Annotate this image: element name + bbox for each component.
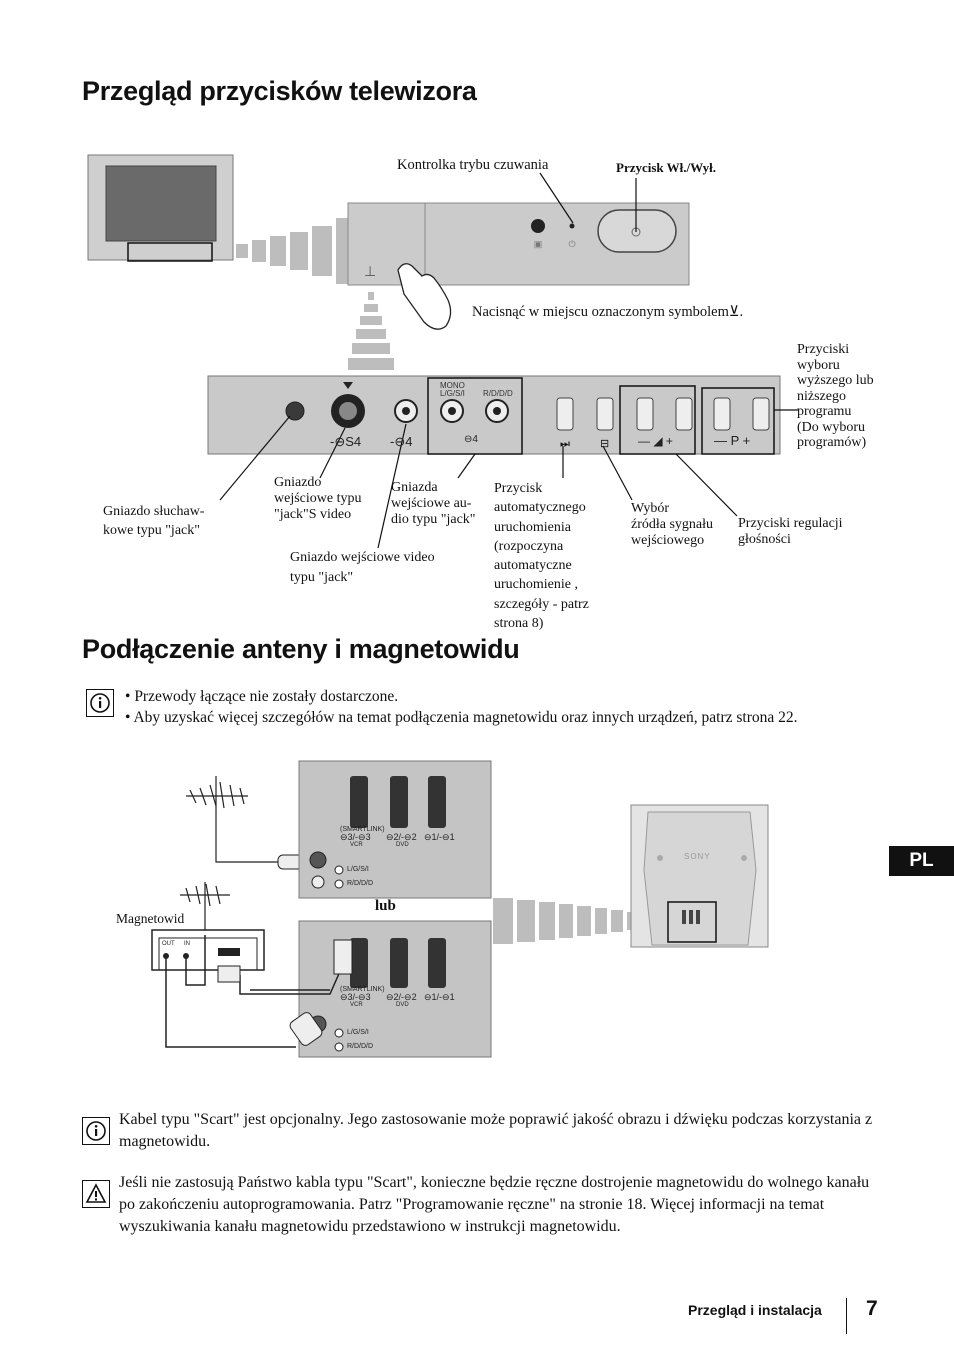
label-or: lub xyxy=(375,898,396,914)
label-line: (rozpoczyna xyxy=(494,538,564,554)
warning-icon xyxy=(82,1180,110,1208)
footer-section: Przegląd i instalacja xyxy=(688,1302,822,1318)
label-line: uruchomienia xyxy=(494,519,571,535)
label-program-line: Przyciski xyxy=(797,342,850,357)
note-scart: Kabel typu "Scart" jest opcjonalny. Jego… xyxy=(119,1111,873,1150)
label-svideo-jack: Gniazdo wejściowe typu "jack"S video xyxy=(274,475,361,523)
label-line: szczegóły - patrz xyxy=(494,596,589,612)
label-line: uruchomienie , xyxy=(494,577,578,593)
panel-rdd-label: R/D/D/D xyxy=(483,389,513,398)
label-auto-start: Przycisk automatycznego uruchomienia (ro… xyxy=(494,479,589,633)
info-bullets: Przewody łączące nie zostały dostarczone… xyxy=(125,686,915,728)
svg-text:⏻: ⏻ xyxy=(568,239,575,249)
label-line: typu "jack" xyxy=(290,570,354,585)
tv-front-illustration: ▣ ⏻ ⊥ ⏭ ⊟ xyxy=(87,154,798,549)
label-line: automatyczne xyxy=(494,558,572,574)
label-line: "jack"S video xyxy=(274,507,352,522)
label-line: wejściowego xyxy=(631,533,705,548)
lgsi-port-label: L/G/S/I xyxy=(347,1029,369,1036)
label-program-buttons: Przyciski wyboru wyższego lub niższego p… xyxy=(797,342,874,451)
svg-text:⊥: ⊥ xyxy=(364,265,376,280)
label-line: Gniazdo wejściowe video xyxy=(290,550,435,565)
panel-video-label: -⊖4 xyxy=(390,434,413,449)
label-line: Wybór xyxy=(631,501,670,516)
label-line: wejściowe au- xyxy=(391,496,472,511)
label-audio-jack: Gniazda wejściowe au- dio typu "jack" xyxy=(391,480,476,528)
panel-volume-label: — ◢ + xyxy=(638,434,673,448)
label-press-here-text: Nacisnąć w miejscu oznaczonym symbolem xyxy=(472,304,729,320)
label-line: źródła sygnału xyxy=(631,517,714,532)
scart1-label: ⊖1/-⊖1 xyxy=(424,992,455,1002)
press-down-arrow-icon: ⊻ xyxy=(728,304,740,320)
panel-program-label: — P + xyxy=(714,433,751,448)
smartlink-label: (SMARTLINK) xyxy=(340,986,385,993)
rdd-port-label: R/D/D/D xyxy=(347,1043,374,1050)
scart1-label: ⊖1/-⊖1 xyxy=(424,832,455,842)
label-program-line: wyboru xyxy=(797,357,840,373)
section-title-antenna: Podłączenie anteny i magnetowidu xyxy=(82,634,520,664)
scart3-label: ⊖3/-⊖3 xyxy=(340,832,371,842)
label-program-line: niższego xyxy=(797,388,846,404)
vcr-out-label: OUT xyxy=(162,941,175,947)
label-line: Gniazdo słuchaw- xyxy=(103,504,205,519)
panel-svideo-label: -⊖S4 xyxy=(330,434,362,449)
svg-text:⊟: ⊟ xyxy=(600,438,609,450)
label-press-here: Nacisnąć w miejscu oznaczonym symbolem⊻. xyxy=(472,303,743,322)
label-video-jack: Gniazdo wejściowe video typu "jack" xyxy=(290,548,435,588)
language-tab: PL xyxy=(889,846,954,876)
warning-text: Jeśli nie zastosują Państwo kabla typu "… xyxy=(119,1174,870,1235)
page-number: 7 xyxy=(866,1297,878,1320)
label-program-line: (Do wyboru xyxy=(797,419,866,435)
label-line: Przyciski regulacji xyxy=(738,516,843,531)
label-standby-indicator: Kontrolka trybu czuwania xyxy=(397,157,549,173)
label-program-line: wyższego lub xyxy=(797,373,874,388)
brand-label: SONY xyxy=(684,852,711,861)
info-icon xyxy=(86,689,114,717)
label-line: głośności xyxy=(738,532,791,547)
label-line: kowe typu "jack" xyxy=(103,523,200,538)
label-line: Przycisk xyxy=(494,481,543,496)
scart2-label: ⊖2/-⊖2 xyxy=(386,832,417,842)
label-line: automatycznego xyxy=(494,500,586,516)
scart2-label: ⊖2/-⊖2 xyxy=(386,992,417,1002)
section-title-buttons: Przegląd przycisków telewizora xyxy=(82,76,477,106)
lgsi-port-label: L/G/S/I xyxy=(347,866,369,873)
info-icon xyxy=(82,1117,110,1145)
panel-mono-label: MONO xyxy=(440,381,465,390)
antenna-vcr-diagram xyxy=(151,760,769,1058)
label-headphone-jack: Gniazdo słuchaw- kowe typu "jack" xyxy=(103,502,204,540)
panel-audio-label: ⊖4 xyxy=(464,434,478,445)
label-volume-buttons: Przyciski regulacji głośności xyxy=(738,516,843,548)
scart3-label: ⊖3/-⊖3 xyxy=(340,992,371,1002)
label-input-select: Wybór źródła sygnału wejściowego xyxy=(631,501,713,549)
vcr-port-label: VCR xyxy=(350,842,363,848)
smartlink-label: (SMARTLINK) xyxy=(340,826,385,833)
label-press-here-suffix: . xyxy=(739,304,744,320)
label-line: dio typu "jack" xyxy=(391,512,476,527)
footer-divider xyxy=(846,1298,847,1334)
label-power-button: Przycisk Wł./Wył. xyxy=(616,160,717,175)
label-line: wejściowe typu xyxy=(274,491,362,506)
info-bullet: Przewody łączące nie zostały dostarczone… xyxy=(125,686,915,707)
panel-lgsi-label: L/G/S/I xyxy=(440,389,465,398)
dvd-port-label: DVD xyxy=(396,842,409,848)
label-vcr: Magnetowid xyxy=(116,911,185,926)
rdd-port-label: R/D/D/D xyxy=(347,880,374,887)
label-program-line: programu xyxy=(797,404,852,419)
label-line: Gniazdo xyxy=(274,475,322,490)
dvd-port-label: DVD xyxy=(396,1002,409,1008)
vcr-in-label: IN xyxy=(184,941,190,947)
svg-text:⏭: ⏭ xyxy=(560,438,570,450)
svg-text:▣: ▣ xyxy=(534,239,543,249)
info-bullet: Aby uzyskać więcej szczegółów na temat p… xyxy=(125,707,915,728)
label-program-line: programów) xyxy=(797,435,867,450)
label-line: Gniazda xyxy=(391,480,438,495)
label-line: strona 8) xyxy=(494,616,544,632)
vcr-port-label: VCR xyxy=(350,1002,363,1008)
